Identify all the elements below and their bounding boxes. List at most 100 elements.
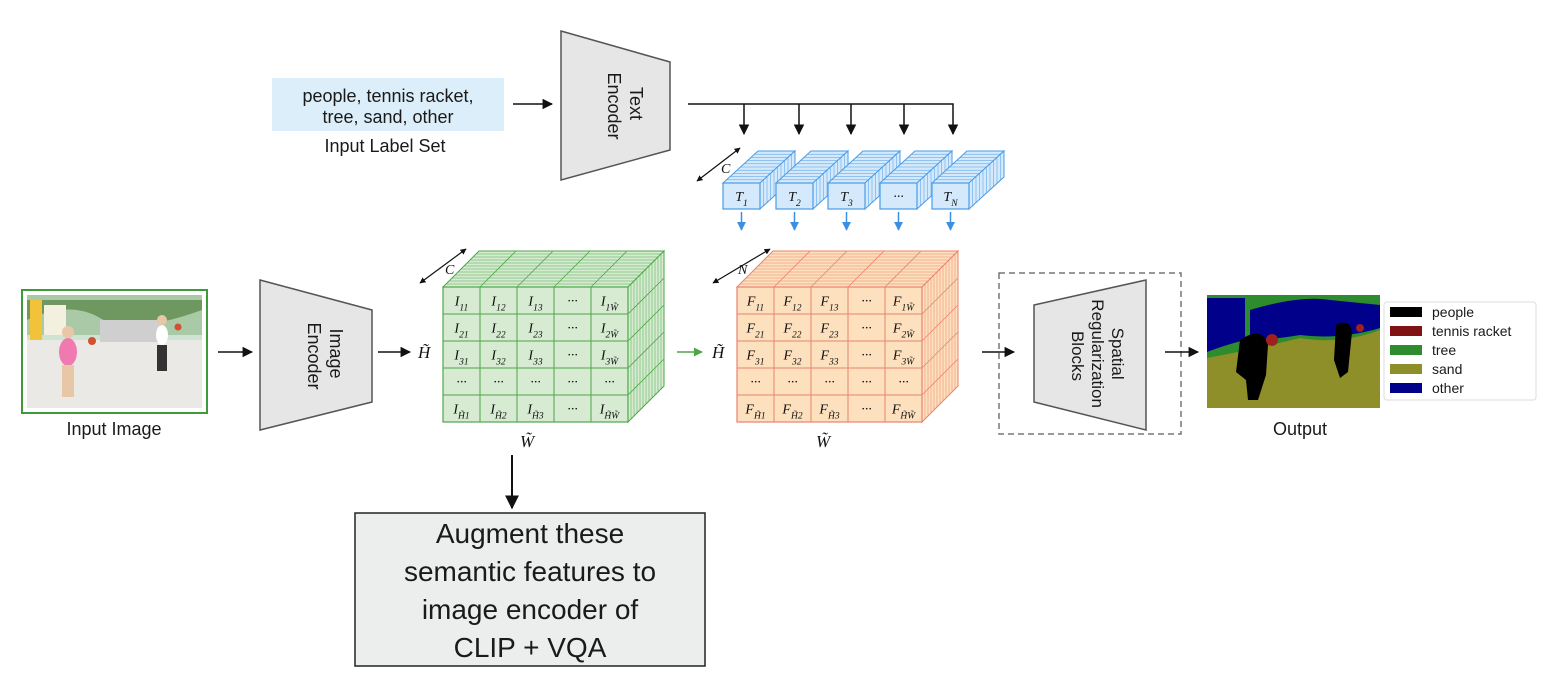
fused-grid-depth-marker: N <box>712 248 771 284</box>
fused-grid-cell-1-1: F11 <box>746 295 764 314</box>
image-grid-cell-4-3: ··· <box>530 376 541 391</box>
fused-grid-cell-1-3: F13 <box>819 295 838 314</box>
output-caption: Output <box>1273 419 1327 439</box>
image-grid-cell-4-4: ··· <box>567 376 578 391</box>
image-grid-cell-4-1: ··· <box>456 376 467 391</box>
augment-line-2: semantic features to <box>404 556 656 587</box>
fused-grid-cell-5-3: FH̃3 <box>818 403 839 422</box>
label-set-line-2: tree, sand, other <box>322 107 453 127</box>
legend-swatch-tree <box>1390 345 1422 355</box>
legend-swatch-sand <box>1390 364 1422 374</box>
legend-swatch-other <box>1390 383 1422 393</box>
image-grid-cell-5-1: IH̃1 <box>452 403 469 422</box>
legend-label-tree: tree <box>1432 342 1456 358</box>
image-grid-cell-4-2: ··· <box>493 376 504 391</box>
image-grid-cell-5-2: IH̃2 <box>489 403 507 422</box>
augment-box-frame <box>354 512 706 667</box>
fused-grid-cell-3-1: F31 <box>745 349 764 368</box>
image-encoder-label-1: Image <box>326 328 346 378</box>
token-to-fused-arrows <box>737 212 955 231</box>
spatial-regularization-blocks: Spatial Regularization Blocks <box>998 272 1182 435</box>
input-image-caption: Input Image <box>66 419 161 439</box>
token-label-3: T3 <box>840 190 853 209</box>
image-grid-cell-1-1: I11 <box>454 295 468 314</box>
image-grid-width-label: W̃ <box>520 432 536 451</box>
fused-grid-cell-5-1: FH̃1 <box>744 403 765 422</box>
image-grid-cell-3-4: ··· <box>567 349 578 364</box>
legend-label-tennis-racket: tennis racket <box>1432 323 1511 339</box>
spatial-label-1: Spatial <box>1108 328 1127 380</box>
image-grid-cell-2-2: I22 <box>490 322 505 341</box>
augment-line-3: image encoder of <box>422 594 639 625</box>
spatial-dashed-border <box>998 272 1182 435</box>
legend-label-sand: sand <box>1432 361 1462 377</box>
text-embedding-depth-marker: C <box>696 147 741 182</box>
image-grid-cell-3-5: I3W̃ <box>600 349 619 368</box>
image-grid-cell-3-3: I33 <box>527 349 542 368</box>
spatial-block-shape <box>1033 279 1147 431</box>
fused-grid-cell-2-1: F21 <box>745 322 764 341</box>
token-label-4: ··· <box>893 190 904 205</box>
token-3: T3 <box>826 149 902 211</box>
image-grid-height-label: H̃ <box>417 343 432 362</box>
legend-swatch-people <box>1390 307 1422 317</box>
legend: people tennis racket tree sand other <box>1383 301 1537 401</box>
fused-grid-cell-2-5: F2W̃ <box>892 322 915 341</box>
text-encoder-label-1: Text <box>626 87 646 120</box>
fused-grid-cell-3-4: ··· <box>861 349 872 364</box>
fused-grid-cell-4-2: ··· <box>787 376 798 391</box>
text-encoder-fanout <box>688 103 959 136</box>
fused-grid-cell-1-5: F1W̃ <box>892 295 915 314</box>
fused-grid-cell-2-3: F23 <box>819 322 838 341</box>
legend-label-other: other <box>1432 380 1464 396</box>
fused-grid-height-label: H̃ <box>711 343 726 362</box>
image-grid-cell-2-5: I2W̃ <box>600 322 619 341</box>
augment-line-1: Augment these <box>436 518 624 549</box>
fused-grid-cell-1-4: ··· <box>861 295 872 310</box>
fused-feature-grid: F11 F12 F13 ··· F1W̃ F21 F22 F23 ··· F2W̃ F31 F32 F3… <box>735 249 960 424</box>
fused-grid-cell-4-3: ··· <box>824 376 835 391</box>
image-grid-depth-label: C <box>445 263 455 278</box>
augment-box: Augment these semantic features to image… <box>354 512 706 667</box>
fused-grid-cell-5-2: FH̃2 <box>781 403 802 422</box>
token-label-5: TN <box>943 190 958 209</box>
text-encoder-label-2: Encoder <box>604 72 624 139</box>
fused-grid-cell-2-4: ··· <box>861 322 872 337</box>
fused-grid-depth-label: N <box>737 263 748 278</box>
image-encoder-shape <box>259 279 373 431</box>
image-grid-cell-5-4: ··· <box>567 403 578 418</box>
image-grid-cell-1-3: I13 <box>527 295 542 314</box>
image-grid-cell-1-5: I1W̃ <box>600 295 619 314</box>
fused-grid-cell-5-4: ··· <box>861 403 872 418</box>
svg-text:Spatial Regularization: Spatial Regularization Blocks <box>1068 299 1127 412</box>
image-encoder-label-2: Encoder <box>304 322 324 389</box>
legend-label-people: people <box>1432 304 1474 320</box>
spatial-label-3: Blocks <box>1068 331 1087 381</box>
spatial-label-2: Regularization <box>1088 299 1107 408</box>
fused-grid-cell-4-5: ··· <box>898 376 909 391</box>
fused-grid-cell-3-5: F3W̃ <box>892 349 915 368</box>
fused-grid-width-label: W̃ <box>816 432 832 451</box>
fused-grid-cell-4-1: ··· <box>750 376 761 391</box>
fused-grid-cell-1-2: F12 <box>782 295 801 314</box>
input-label-set: people, tennis racket, tree, sand, other… <box>272 78 504 156</box>
fused-grid-cell-2-2: F22 <box>782 322 801 341</box>
token-5: TN <box>930 149 1006 211</box>
text-encoder: Text Encoder <box>560 30 671 181</box>
image-grid-cell-2-3: I23 <box>527 322 542 341</box>
token-4: ··· <box>878 149 954 211</box>
image-grid-cell-2-4: ··· <box>567 322 578 337</box>
image-grid-cell-3-1: I31 <box>453 349 468 368</box>
svg-text:Text Encoder: Text Encoder <box>604 72 646 139</box>
fused-grid-cell-3-2: F32 <box>782 349 801 368</box>
fused-grid-cell-5-5: FH̃W̃ <box>891 403 916 422</box>
text-encoder-shape <box>560 30 671 181</box>
input-image: Input Image <box>21 289 208 439</box>
image-grid-cell-1-2: I12 <box>490 295 505 314</box>
image-grid-cell-4-5: ··· <box>604 376 615 391</box>
augment-line-4: CLIP + VQA <box>454 632 607 663</box>
token-2: T2 <box>774 149 850 211</box>
